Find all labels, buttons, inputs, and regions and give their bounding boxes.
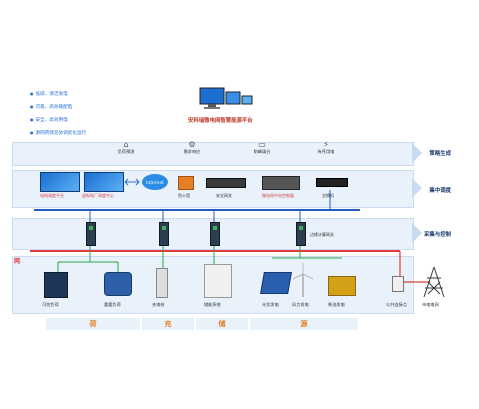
orderly-power-item: ⚡ 有序用电	[312, 140, 340, 155]
grid-platform-screen	[40, 172, 80, 192]
edge-gateway-cabinet	[210, 222, 220, 246]
wind-turbine-image	[292, 263, 314, 297]
charge-tag: 充	[142, 318, 194, 330]
edge-gateway-cabinet	[296, 222, 306, 246]
field-device-label: 可控负荷	[42, 302, 59, 307]
firewall-icon	[178, 176, 194, 190]
platform-screens-image	[199, 87, 253, 109]
peak-shaving-icon: ▭	[258, 140, 266, 149]
collect-layer-arrow	[412, 223, 422, 243]
firewall-label: 防火墙	[178, 193, 190, 198]
feature-bullet: 可靠、高效输配电	[30, 101, 86, 114]
field-device-label: 光伏发电	[262, 302, 279, 307]
forecast-icon: ⌂	[123, 140, 129, 149]
demand-response-item: ⚙ 需求响应	[178, 140, 206, 155]
collect-layer-label: 采集与控制	[424, 232, 451, 238]
source-tag: 源	[250, 318, 358, 330]
strategy-item-label: 削峰填谷	[253, 149, 271, 154]
edge-gateway-cabinet	[159, 222, 169, 246]
pv-panel-image	[260, 272, 292, 294]
field-device-label: 柴油发电	[328, 302, 345, 307]
grid-platform-label: 电网调度平台	[40, 193, 64, 198]
central-layer-arrow	[412, 178, 422, 198]
vpp-center-label: 虚拟电厂调度中心	[82, 193, 114, 198]
network-switch-icon	[316, 178, 348, 187]
pcc-meter-image	[392, 276, 404, 292]
mg-controller-icon	[262, 176, 300, 190]
central-layer-label: 集中调度	[429, 188, 451, 194]
utility-tower-icon	[423, 266, 445, 298]
mg-controller-label: 微电网中央控制器	[262, 193, 294, 198]
field-device-label: 充电桩	[152, 302, 165, 307]
strategy-layer-arrow	[412, 143, 422, 163]
feature-bullet: 低碳、清洁发电	[30, 88, 86, 101]
field-device-label: 风力发电	[292, 302, 309, 307]
field-device-label: 公共连接点	[386, 302, 407, 307]
load-tag: 荷	[46, 318, 140, 330]
important-load-motor-image	[104, 272, 132, 296]
feature-bullet: 源网荷储充协调优化运行	[30, 127, 87, 140]
energy-storage-cabinet-image	[204, 264, 232, 298]
gateway-device-icon	[206, 178, 246, 188]
vpp-center-screen	[84, 172, 124, 192]
load-forecast-item: ⌂ 负荷预测	[112, 140, 140, 155]
platform-title: 安科瑞微电网智慧能源平台	[188, 118, 253, 124]
feature-bullet-list: 低碳、清洁发电 可靠、高效输配电 安全、高效用电 源网荷储充协调优化运行	[30, 88, 87, 140]
controllable-load-image	[44, 272, 68, 298]
diesel-generator-image	[328, 276, 356, 296]
strategy-item-label: 有序用电	[317, 149, 335, 154]
field-device-label: 市电电网	[422, 302, 439, 307]
edge-gateway-label: 边缘计算网关	[310, 232, 334, 237]
edge-gateway-cabinet	[86, 222, 96, 246]
internet-cloud-icon: Internet	[142, 174, 168, 190]
strategy-item-label: 需求响应	[183, 149, 201, 154]
field-device-label: 储能系统	[204, 302, 221, 307]
switch-label: 交换机	[322, 193, 334, 198]
orderly-power-icon: ⚡	[323, 140, 329, 149]
strategy-layer-band	[12, 142, 414, 166]
peak-shaving-item: ▭ 削峰填谷	[248, 140, 276, 155]
grid-label: 网	[14, 258, 21, 265]
strategy-layer-label: 策略生成	[429, 151, 451, 157]
bidirectional-arrow-icon	[124, 178, 140, 186]
storage-tag: 储	[196, 318, 248, 330]
internet-label: Internet	[146, 180, 164, 186]
strategy-item-label: 负荷预测	[117, 149, 135, 154]
field-device-label: 重要负荷	[104, 302, 121, 307]
gateway-label: 安全网关	[216, 193, 232, 198]
feature-bullet: 安全、高效用电	[30, 114, 86, 127]
demand-response-icon: ⚙	[188, 140, 196, 149]
charging-pile-image	[156, 268, 168, 298]
